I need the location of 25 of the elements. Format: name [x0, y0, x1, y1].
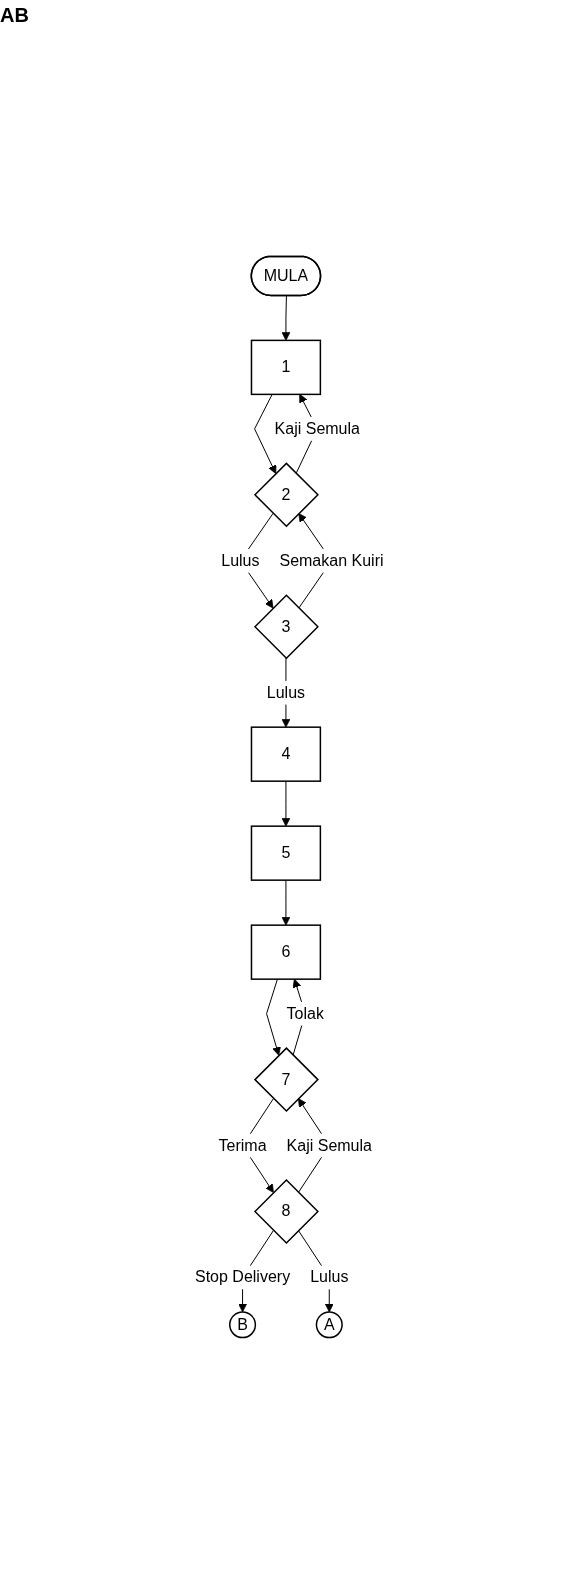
edge-label: Kaji Semula — [286, 1136, 373, 1154]
node-box: 4 — [250, 726, 322, 782]
node-diamond: 2 — [254, 462, 320, 528]
node-diamond: 8 — [254, 1179, 320, 1244]
node-circle: A — [315, 1311, 344, 1339]
node-circle: B — [229, 1311, 257, 1339]
title: AB — [0, 4, 30, 27]
edge-label: Terima — [218, 1136, 267, 1154]
edge-label: Lulus — [267, 683, 306, 701]
arrow — [281, 780, 291, 827]
node-diamond: 3 — [254, 594, 320, 660]
node-box: 5 — [250, 825, 322, 881]
edge-label: Lulus — [221, 551, 260, 569]
node-box: 1 — [250, 339, 322, 396]
node-diamond: 7 — [254, 1047, 320, 1113]
arrow — [281, 879, 291, 926]
edge-label: Lulus — [310, 1268, 349, 1286]
edge-label: Semakan Kuiri — [279, 551, 384, 569]
edge-label: Tolak — [286, 1004, 325, 1022]
edge-label: Stop Delivery — [195, 1268, 291, 1286]
arrow — [266, 978, 281, 1056]
edge-label: Kaji Semula — [274, 419, 361, 437]
arrow — [281, 295, 291, 341]
node-box: 6 — [250, 924, 322, 980]
arrow — [254, 393, 277, 474]
